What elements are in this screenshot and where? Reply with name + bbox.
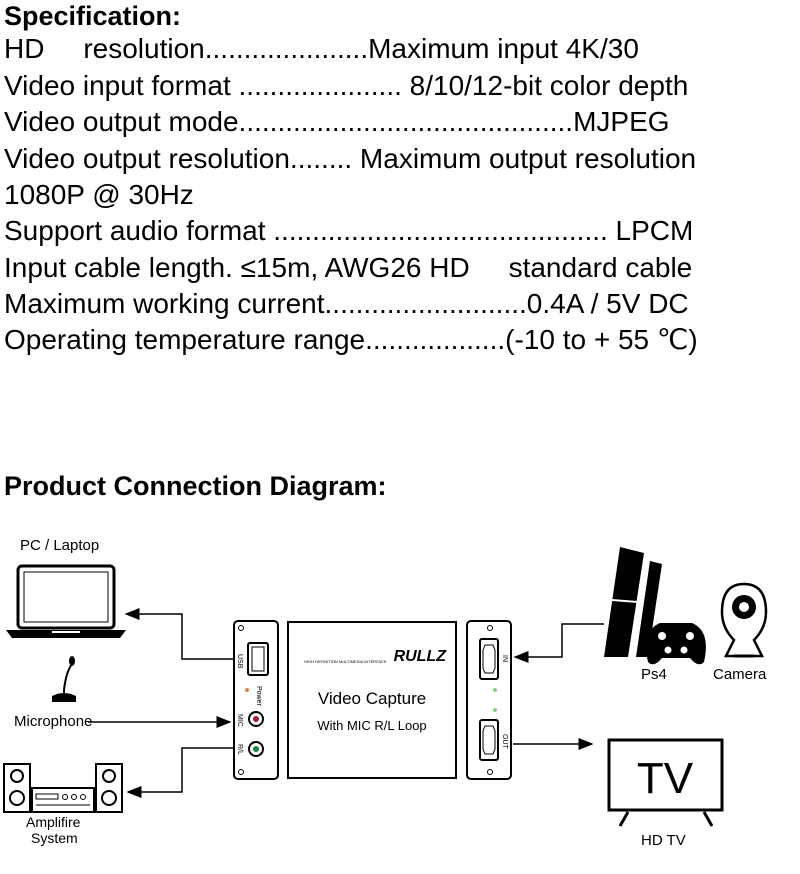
spec-line: Video output mode.......................…	[4, 106, 670, 137]
microphone-icon	[52, 656, 76, 702]
spec-line: 1080P @ 30Hz	[4, 179, 194, 210]
left-port-panel: USB Power MIC R/L	[233, 620, 279, 780]
port-label-usb: USB	[236, 654, 243, 669]
connection-lines	[88, 608, 604, 798]
port-label-rl: R/L	[236, 744, 243, 755]
spec-line: Operating temperature range.............…	[4, 324, 698, 355]
spec-line: Input cable length. ≤15m, AWG26 HD stand…	[4, 252, 693, 283]
port-label-mic: MIC	[236, 714, 243, 727]
label-microphone: Microphone	[14, 713, 93, 730]
label-camera: Camera	[713, 666, 767, 683]
amplifier-icon	[3, 763, 123, 813]
ps4-icon	[604, 547, 706, 665]
spec-line: Video input format .....................…	[4, 70, 689, 101]
label-amplifier-1: Amplifire	[26, 814, 81, 830]
port-label-in: IN	[501, 655, 508, 662]
laptop-icon	[6, 564, 126, 638]
device-brand: RULLZ	[394, 648, 448, 665]
camera-icon	[720, 582, 768, 658]
tv-screen-text: TV	[637, 754, 694, 803]
device-subtitle: With MIC R/L Loop	[317, 718, 426, 733]
spec-line: HD resolution.....................Maximu…	[4, 33, 639, 64]
right-port-panel: IN OUT	[466, 620, 512, 780]
port-label-power: Power	[255, 686, 262, 707]
label-ps4: Ps4	[641, 666, 667, 683]
diagram-title: Product Connection Diagram:	[4, 471, 387, 501]
video-capture-device: RULLZ HIGH DEFINITION MULTIMEDIA INTERFA…	[287, 621, 457, 779]
port-label-out: OUT	[501, 734, 508, 750]
label-hd-tv: HD TV	[641, 832, 686, 849]
device-tagline: HIGH DEFINITION MULTIMEDIA INTERFACE	[304, 659, 387, 664]
label-pc-laptop: PC / Laptop	[20, 537, 100, 554]
label-amplifier-2: System	[31, 830, 78, 846]
tv-icon: TV	[607, 738, 724, 827]
spec-line: Video output resolution........ Maximum …	[4, 143, 697, 174]
device-name: Video Capture	[318, 689, 426, 708]
spec-line: Support audio format ...................…	[4, 215, 694, 246]
specification-title: Specification:	[4, 1, 182, 31]
spec-line: Maximum working current.................…	[4, 288, 689, 319]
